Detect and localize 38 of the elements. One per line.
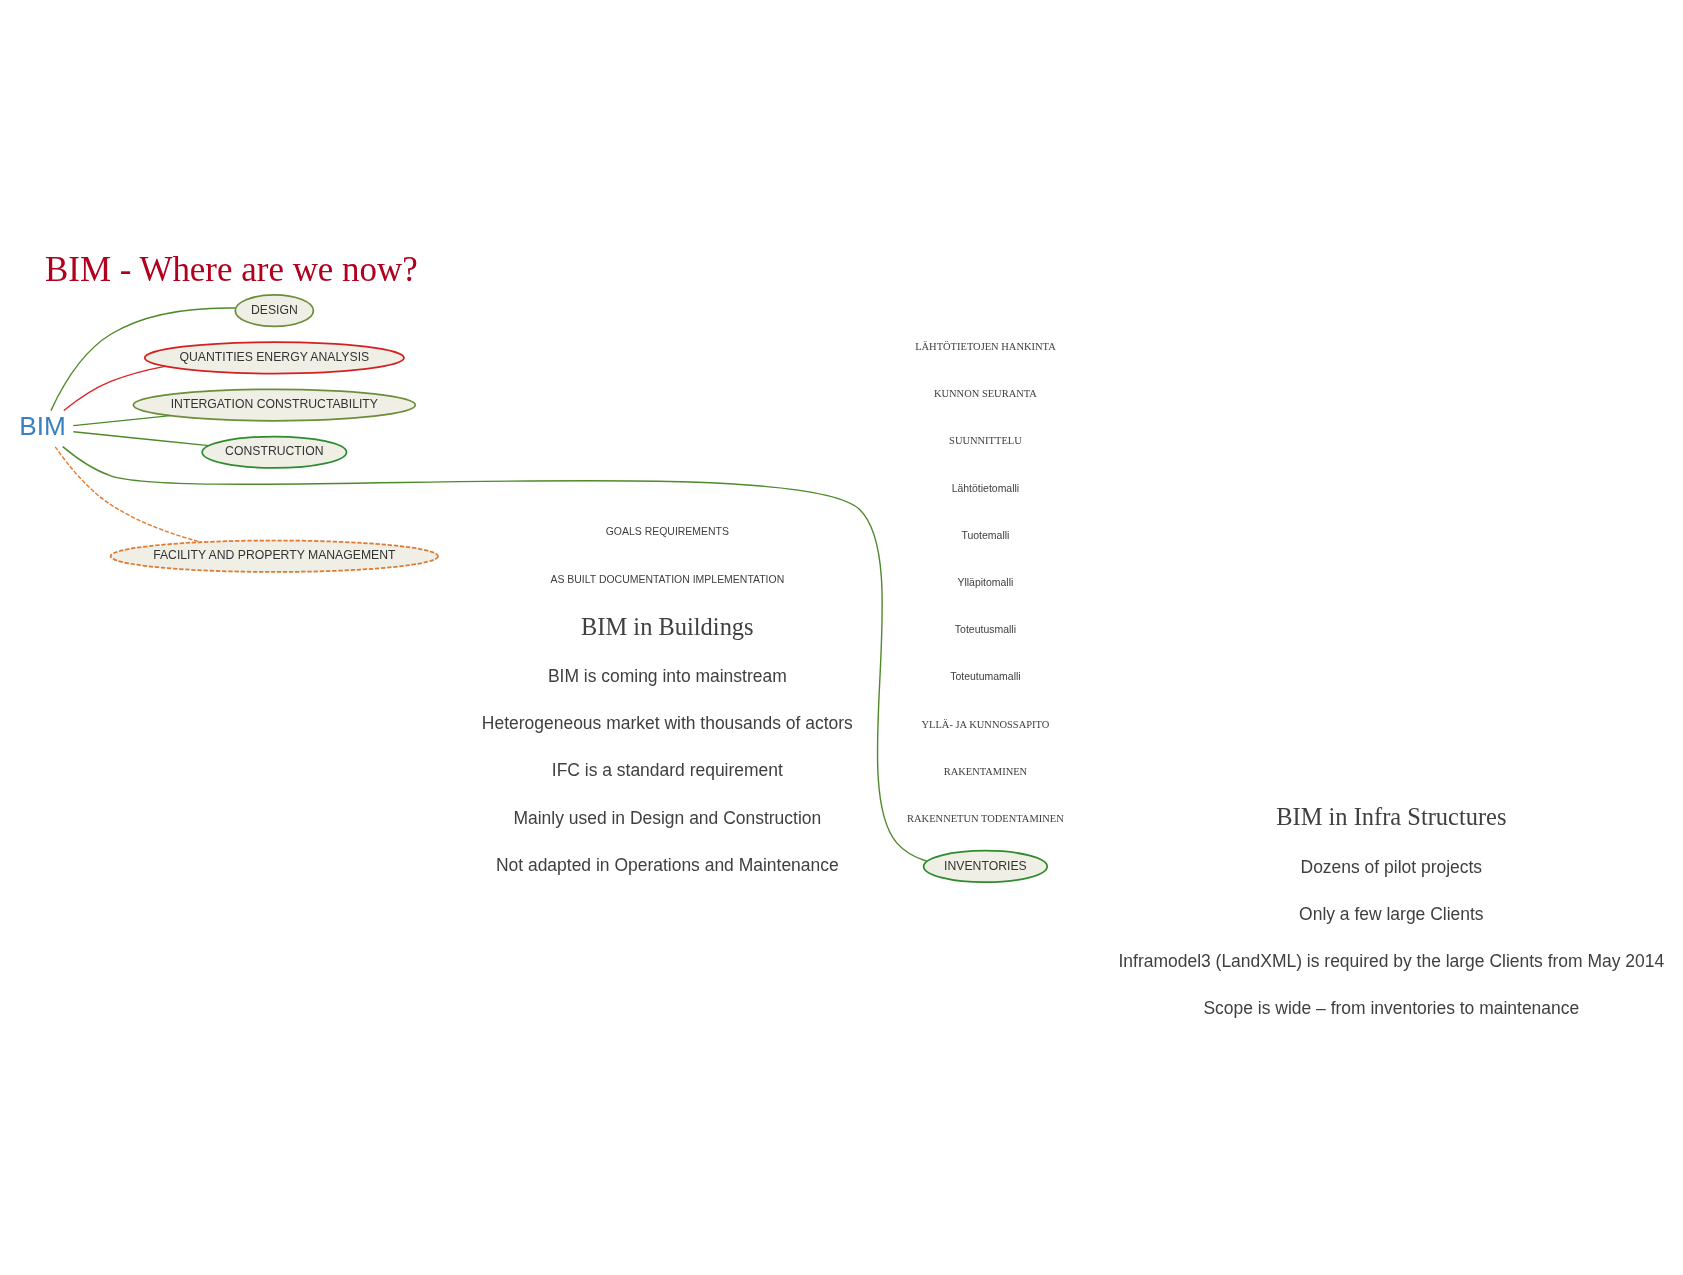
connector [50,307,237,412]
label: KUNNON SEURANTA [933,388,1037,400]
connector [54,446,202,543]
label: Ylläpitomalli [957,577,1014,589]
label: Mainly used in Design and Construction [513,807,822,828]
label: Dozens of pilot projects [1300,856,1483,877]
label: Toteutusmalli [954,624,1016,636]
node-ellipse: QUANTITIES ENERGY ANALYSIS [143,341,405,375]
label: BIM is coming into mainstream [547,666,787,687]
label: Scope is wide – from inventories to maintenance [1203,998,1580,1019]
label: AS BUILT DOCUMENTATION IMPLEMENTATION [550,573,785,585]
label: IFC is a standard requirement [551,760,783,781]
connector [72,431,210,447]
label: YLLÄ- JA KUNNOSSAPITO [921,718,1050,730]
node-ellipse: DESIGN [234,294,315,328]
node-ellipse: INTERGATION CONSTRUCTABILITY [132,388,417,422]
label: Tuotemalli [961,529,1010,541]
label: Inframodel3 (LandXML) is required by the large Clients from May 2014 [1118,950,1665,971]
label: Toteutumamalli [950,671,1021,683]
label: RAKENTAMINEN [943,765,1028,777]
label: BIM in Infra Structures [1276,803,1507,831]
label: Only a few large Clients [1299,903,1484,924]
label: Lähtötietomalli [951,482,1020,494]
diagram-title: BIM - Where are we now? [44,249,418,289]
label: GOALS REQUIREMENTS [605,526,729,538]
label: Heterogeneous market with thousands of actors [481,713,853,734]
connector [63,365,166,412]
node-ellipse: INVENTORIES [922,849,1049,884]
label: LÄHTÖTIETOJEN HANKINTA [915,341,1056,353]
label: Not adapted in Operations and Maintenance [495,854,839,875]
node-text: BIM [19,411,66,442]
label: RAKENNETUN TODENTAMINEN [907,812,1064,824]
label: SUUNNITTELU [949,435,1022,447]
node-ellipse: CONSTRUCTION [201,435,348,469]
connector [72,414,171,427]
connector [62,445,928,862]
node-ellipse: FACILITY AND PROPERTY MANAGEMENT [109,539,439,573]
label: BIM in Buildings [581,612,754,640]
